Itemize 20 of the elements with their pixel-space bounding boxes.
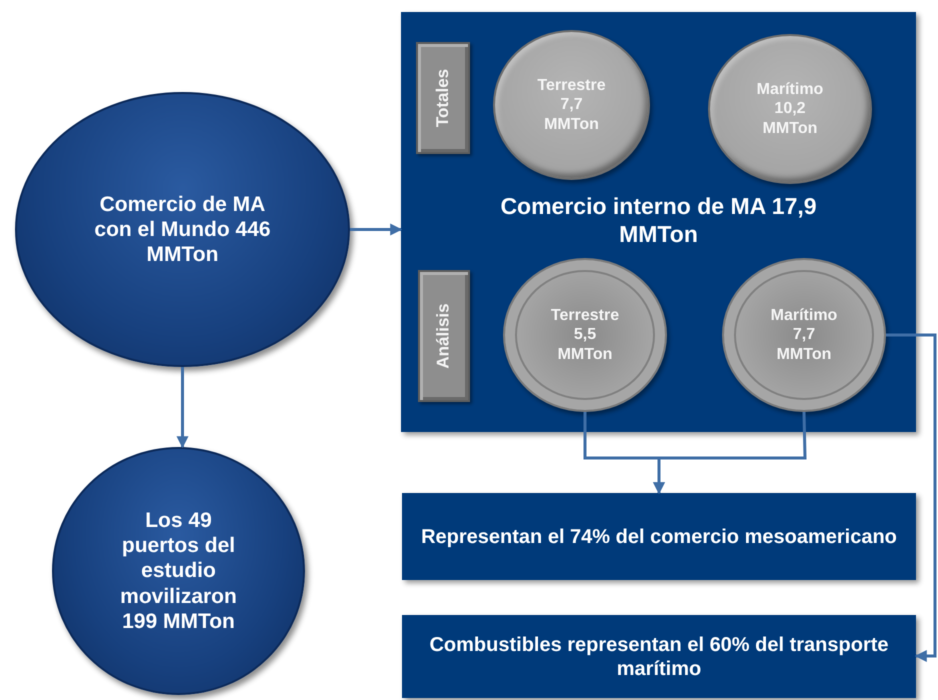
panel	[401, 12, 916, 432]
connector-arrow	[653, 412, 807, 494]
tab	[416, 42, 470, 154]
connector-arrow	[886, 334, 936, 662]
tab	[418, 270, 470, 402]
node-text: Representan el 74% del comercio mesoamericano	[420, 524, 898, 548]
text-box	[402, 615, 916, 698]
node-text: Terrestre 5,5 MMTon	[550, 306, 620, 364]
tab-label: Análisis	[434, 303, 454, 369]
tab-label: Totales	[433, 68, 453, 128]
node-text: Combustibles representan el 60% del transporte marítimo	[428, 632, 890, 680]
node-text: Comercio de MA con el Mundo 446 MMTon	[93, 192, 272, 268]
node-text: Los 49 puertos del estudio movilizaron 199 MMTon	[119, 508, 238, 634]
text-box	[402, 493, 916, 580]
panel-title: Comercio interno de MA 17,9 MMTon	[499, 193, 818, 248]
node-text: Marítimo 7,7 MMTon	[770, 306, 838, 364]
node-text: Terrestre 7,7 MMTon	[536, 76, 607, 134]
node-text: Marítimo 10,2 MMTon	[756, 80, 824, 138]
connector-arrow	[350, 224, 402, 236]
connector-arrow	[176, 367, 188, 448]
